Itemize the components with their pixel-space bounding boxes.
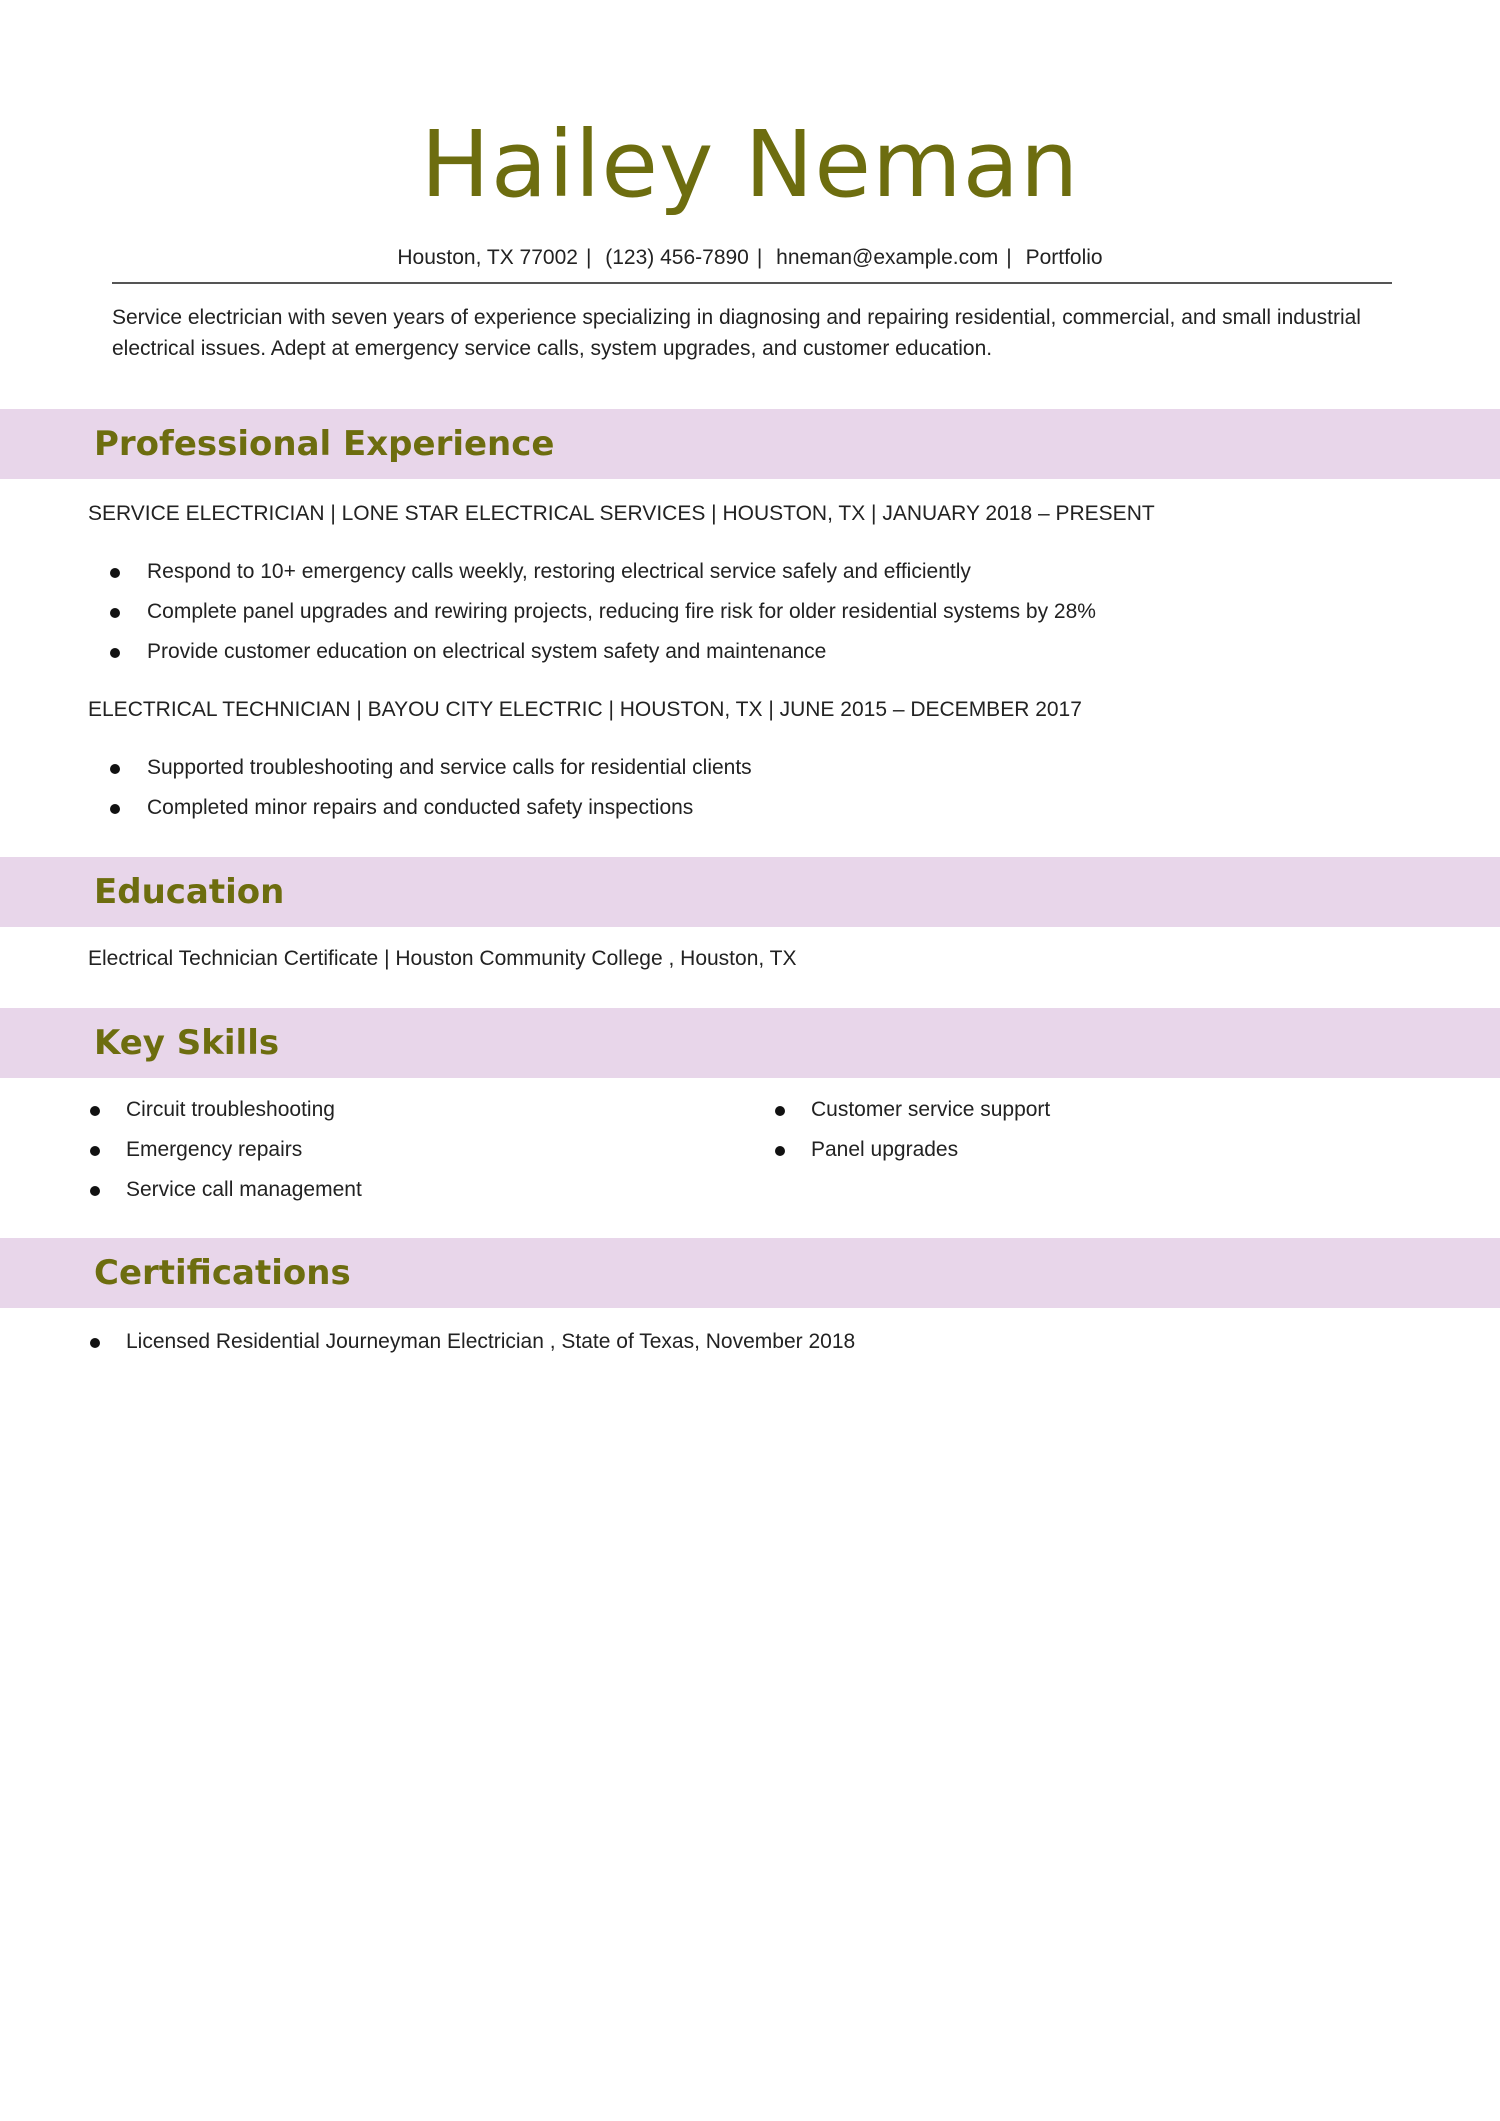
job-bullet-list: Respond to 10+ emergency calls weekly, r…	[110, 557, 1096, 677]
list-item-text: Provide customer education on electrical…	[147, 640, 827, 663]
list-item: Circuit troubleshooting	[88, 1095, 362, 1135]
contact-email[interactable]: hneman@example.com	[776, 246, 999, 269]
list-item: Service call management	[88, 1175, 362, 1215]
list-item-text: Service call management	[126, 1178, 362, 1201]
list-item: Supported troubleshooting and service ca…	[110, 753, 752, 793]
skills-list-left: Circuit troubleshooting Emergency repair…	[88, 1095, 362, 1215]
bullet-icon	[110, 764, 120, 774]
section-heading-education: Education	[94, 872, 285, 912]
certifications-list: Licensed Residential Journeyman Electric…	[88, 1327, 855, 1367]
list-item-text: Licensed Residential Journeyman Electric…	[126, 1330, 856, 1353]
education-line: Electrical Technician Certificate | Hous…	[88, 947, 797, 970]
section-heading-skills: Key Skills	[94, 1023, 280, 1063]
skills-list-right: Customer service support Panel upgrades	[773, 1095, 1050, 1175]
list-item-text: Completed minor repairs and conducted sa…	[147, 796, 694, 819]
section-band-experience: Professional Experience	[0, 409, 1500, 479]
section-heading-experience: Professional Experience	[94, 424, 555, 464]
list-item: Respond to 10+ emergency calls weekly, r…	[110, 557, 1096, 597]
list-item-text: Supported troubleshooting and service ca…	[147, 756, 752, 779]
list-item-text: Complete panel upgrades and rewiring pro…	[147, 600, 1096, 623]
bullet-icon	[110, 608, 120, 618]
contact-location: Houston, TX 77002	[397, 246, 578, 269]
contact-separator: |	[1006, 246, 1012, 269]
list-item-text: Customer service support	[811, 1098, 1051, 1121]
contact-separator: |	[585, 246, 592, 269]
list-item: Provide customer education on electrical…	[110, 637, 1096, 677]
list-item: Customer service support	[773, 1095, 1050, 1135]
bullet-icon	[90, 1186, 100, 1196]
list-item-text: Circuit troubleshooting	[126, 1098, 335, 1121]
bullet-icon	[90, 1146, 100, 1156]
section-band-education: Education	[0, 857, 1500, 927]
section-heading-certifications: Certifications	[94, 1253, 351, 1293]
list-item: Complete panel upgrades and rewiring pro…	[110, 597, 1096, 637]
list-item-text: Emergency repairs	[126, 1138, 303, 1161]
summary-text: Service electrician with seven years of …	[112, 306, 1361, 360]
contact-line: Houston, TX 77002 | (123) 456-7890 | hnema…	[0, 243, 1500, 273]
job-title-line: SERVICE ELECTRICIAN | LONE STAR ELECTRIC…	[88, 502, 1155, 525]
section-band-skills: Key Skills	[0, 1008, 1500, 1078]
job-title-line: ELECTRICAL TECHNICIAN | BAYOU CITY ELECT…	[88, 698, 1082, 721]
bullet-icon	[775, 1106, 785, 1116]
bullet-icon	[110, 568, 120, 578]
header-divider	[112, 282, 1392, 284]
bullet-icon	[775, 1146, 785, 1156]
list-item: Completed minor repairs and conducted sa…	[110, 793, 752, 833]
contact-phone: (123) 456-7890	[605, 246, 749, 269]
list-item-text: Respond to 10+ emergency calls weekly, r…	[147, 560, 971, 583]
list-item-text: Panel upgrades	[811, 1138, 959, 1161]
list-item: Panel upgrades	[773, 1135, 1050, 1175]
bullet-icon	[90, 1338, 100, 1348]
section-band-certifications: Certifications	[0, 1238, 1500, 1308]
list-item: Licensed Residential Journeyman Electric…	[88, 1327, 855, 1367]
bullet-icon	[90, 1106, 100, 1116]
candidate-name: Hailey Neman	[420, 111, 1080, 218]
bullet-icon	[110, 648, 120, 658]
job-bullet-list: Supported troubleshooting and service ca…	[110, 753, 752, 833]
contact-portfolio-link[interactable]: Portfolio	[1025, 246, 1103, 269]
contact-separator: |	[756, 246, 763, 269]
bullet-icon	[110, 804, 120, 814]
list-item: Emergency repairs	[88, 1135, 362, 1175]
